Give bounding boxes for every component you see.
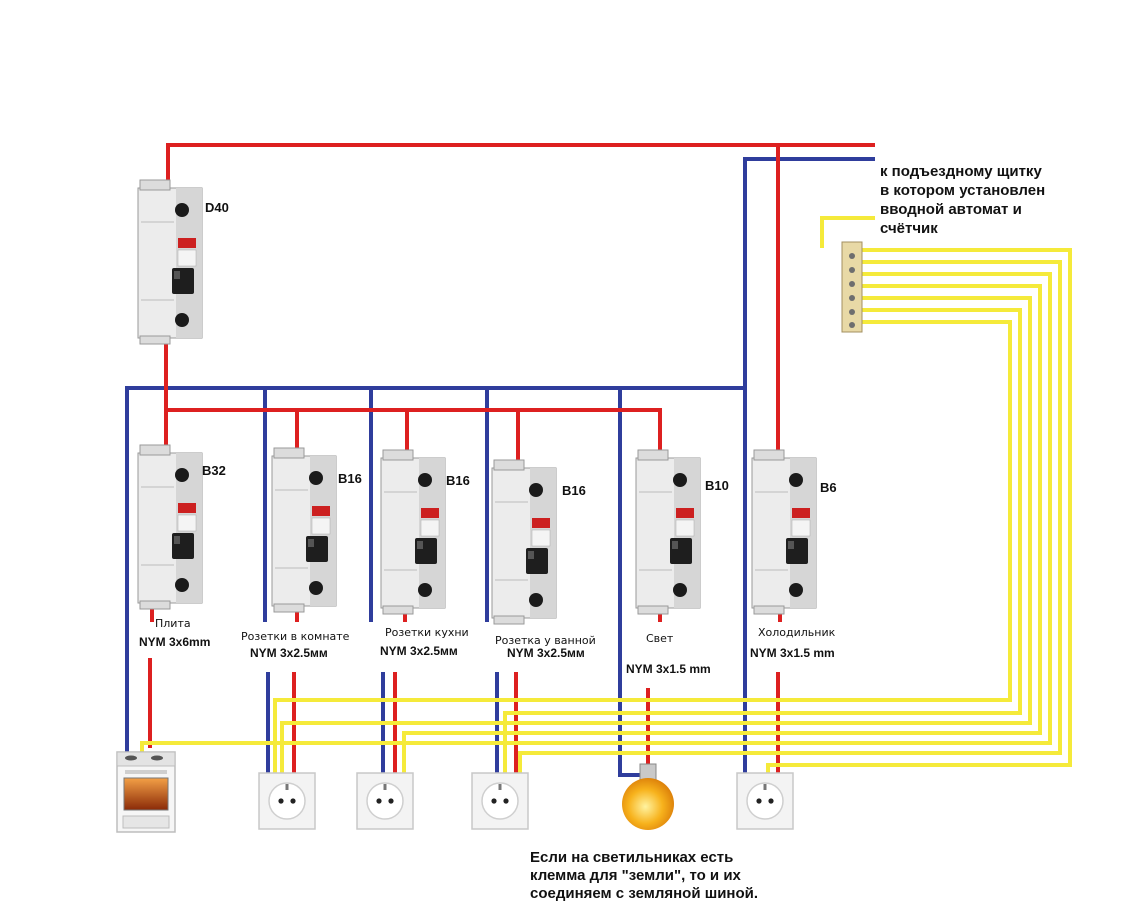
circuit-name: Холодильник <box>758 626 836 639</box>
earth-line-3 <box>140 272 1052 752</box>
earth-line-6 <box>503 308 1022 778</box>
phase-feed <box>166 143 875 185</box>
bottom-note-line: Если на светильниках есть <box>530 849 733 866</box>
cable-type: NYM 3x2.5мм <box>507 646 585 660</box>
circuit-name: Свет <box>646 632 674 645</box>
bottom-note-line: соединяем с земляной шиной. <box>530 885 758 902</box>
socket-icon <box>356 772 414 830</box>
breaker-rating: B16 <box>446 473 470 488</box>
breaker-b6 <box>751 449 817 615</box>
cable-type: NYM 3x2.5мм <box>380 644 458 658</box>
cable-type: NYM 3x1.5 mm <box>750 646 835 660</box>
lamp-icon <box>622 763 674 830</box>
breaker-b16-room <box>271 447 337 613</box>
breaker-b16-kitchen <box>380 449 446 615</box>
earth-line-5 <box>280 296 1032 778</box>
earth-line-2 <box>518 260 1062 778</box>
earth-line-1 <box>766 248 1072 778</box>
feed-note-line: к подъездному щитку <box>880 163 1042 180</box>
breaker-b32 <box>137 444 203 610</box>
cable-type: NYM 3x6mm <box>139 635 210 649</box>
feed-note-line: в котором установлен <box>880 182 1045 199</box>
breaker-b10 <box>635 449 701 615</box>
cable-type: NYM 3x1.5 mm <box>626 662 711 676</box>
socket-icon <box>258 772 316 830</box>
breaker-rating: B16 <box>562 483 586 498</box>
breaker-rating: B32 <box>202 463 226 478</box>
feed-note-line: счётчик <box>880 220 938 237</box>
earth-line-4 <box>402 284 1042 778</box>
circuit-name: Розетки кухни <box>385 626 469 639</box>
neutral-bus <box>125 386 745 770</box>
feed-note: к подъездному щитку в котором установлен… <box>880 163 1049 237</box>
neutral-wires <box>125 157 875 782</box>
bottom-note: Если на светильниках есть клемма для "зе… <box>530 849 758 902</box>
breaker-rating: B6 <box>820 480 837 495</box>
breaker-rating: B10 <box>705 478 729 493</box>
socket-icon <box>471 772 529 830</box>
phase-bus <box>166 408 662 452</box>
feed-note-line: вводной автомат и <box>880 201 1022 218</box>
earth-line-7 <box>273 320 1012 778</box>
breaker-rating: B16 <box>338 471 362 486</box>
main-breaker-rating: D40 <box>205 200 229 215</box>
breaker-b16-bath <box>491 459 557 625</box>
circuit-name: Розетка у ванной <box>495 634 596 647</box>
socket-icon <box>736 772 794 830</box>
circuit-name: Розетки в комнате <box>241 630 350 643</box>
circuit-name: Плита <box>155 617 191 630</box>
stove-icon <box>116 751 176 833</box>
neutral-circuit-5 <box>618 388 648 777</box>
neutral-feed <box>743 157 875 775</box>
earth-busbar <box>841 241 863 333</box>
bottom-note-line: клемма для "земли", то и их <box>530 867 742 884</box>
earth-feed <box>820 216 875 248</box>
earth-wires <box>140 216 1072 778</box>
cable-type: NYM 3x2.5мм <box>250 646 328 660</box>
main-breaker <box>137 179 203 345</box>
